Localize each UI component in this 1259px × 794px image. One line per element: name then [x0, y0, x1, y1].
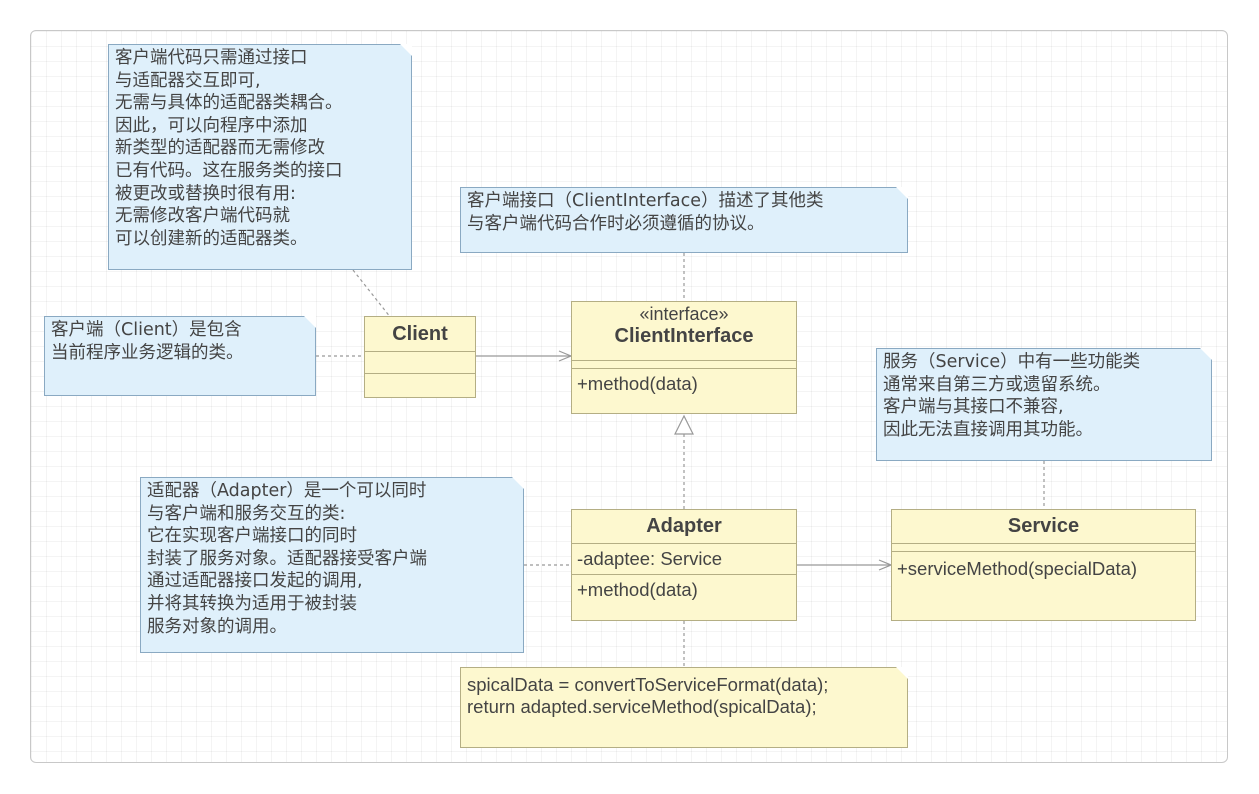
note-line: 通常来自第三方或遗留系统。 — [883, 374, 1111, 395]
code-line: spicalData = convertToServiceFormat(data… — [467, 674, 829, 695]
class-attributes-section: -adaptee: Service — [572, 543, 796, 574]
note-line: 与客户端和服务交互的类: — [147, 503, 346, 524]
interface-stereotype: «interface» — [639, 304, 729, 324]
note-line: 服务（Service）中有一些功能类 — [883, 352, 1141, 372]
service-class: Service +serviceMethod(specialData) — [891, 509, 1196, 621]
note-line: 可以创建新的适配器类。 — [115, 228, 308, 249]
adapter-class: Adapter -adaptee: Service +method(data) — [571, 509, 797, 621]
class-name: ClientInterface — [614, 325, 754, 347]
adapter-note: 适配器（Adapter）是一个可以同时 与客户端和服务交互的类: 它在实现客户端… — [140, 477, 524, 653]
class-name: Adapter — [646, 515, 722, 537]
note-line: 因此无法直接调用其功能。 — [883, 419, 1093, 440]
note-line: 客户端接口（ClientInterface）描述了其他类 — [467, 191, 824, 211]
class-method: +method(data) — [577, 579, 698, 600]
class-methods-section: +serviceMethod(specialData) — [892, 551, 1195, 620]
note-line: 它在实现客户端接口的同时 — [147, 526, 357, 547]
class-field: -adaptee: Service — [577, 548, 723, 569]
note-line: 服务对象的调用。 — [147, 616, 287, 637]
class-name: Client — [392, 323, 448, 345]
class-method: +serviceMethod(specialData) — [897, 558, 1138, 579]
client-class: Client — [364, 316, 476, 398]
class-methods-section — [365, 373, 475, 397]
class-name: Service — [1007, 515, 1080, 537]
service-note: 服务（Service）中有一些功能类 通常来自第三方或遗留系统。 客户端与其接口… — [876, 348, 1212, 461]
note-line: 已有代码。这在服务类的接口 — [115, 160, 343, 181]
client-interface-note: 客户端接口（ClientInterface）描述了其他类 与客户端代码合作时必须… — [460, 187, 908, 253]
note-line: 适配器（Adapter）是一个可以同时 — [147, 481, 427, 501]
class-header: «interface» ClientInterface — [572, 302, 796, 360]
note-line: 当前程序业务逻辑的类。 — [51, 342, 244, 363]
note-line: 因此，可以向程序中添加 — [115, 115, 308, 136]
note-line: 客户端与其接口不兼容, — [883, 397, 1064, 418]
class-attributes-section — [365, 351, 475, 373]
note-line: 与适配器交互即可, — [115, 70, 261, 91]
class-methods-section: +method(data) — [572, 574, 796, 620]
note-line: 无需与具体的适配器类耦合。 — [115, 93, 343, 114]
note-line: 通过适配器接口发起的调用, — [147, 571, 363, 592]
note-line: 客户端代码只需通过接口 — [115, 48, 308, 68]
note-line: 并将其转换为适用于被封装 — [147, 593, 357, 614]
client-code-note: 客户端代码只需通过接口 与适配器交互即可, 无需与具体的适配器类耦合。 因此，可… — [108, 44, 412, 270]
note-line: 新类型的适配器而无需修改 — [115, 138, 325, 159]
class-attributes-section — [572, 360, 796, 368]
note-line: 客户端（Client）是包含 — [51, 320, 242, 340]
note-line: 与客户端代码合作时必须遵循的协议。 — [467, 213, 765, 234]
class-methods-section: +method(data) — [572, 368, 796, 414]
client-interface-class: «interface» ClientInterface +method(data… — [571, 301, 797, 414]
code-note: spicalData = convertToServiceFormat(data… — [460, 667, 908, 748]
class-attributes-section — [892, 543, 1195, 551]
class-method: +method(data) — [577, 373, 698, 394]
code-line: return adapted.serviceMethod(spicalData)… — [467, 696, 817, 717]
client-note: 客户端（Client）是包含 当前程序业务逻辑的类。 — [44, 316, 316, 396]
note-line: 无需修改客户端代码就 — [115, 206, 290, 227]
note-line: 被更改或替换时很有用: — [115, 183, 296, 204]
note-line: 封装了服务对象。适配器接受客户端 — [147, 548, 427, 569]
